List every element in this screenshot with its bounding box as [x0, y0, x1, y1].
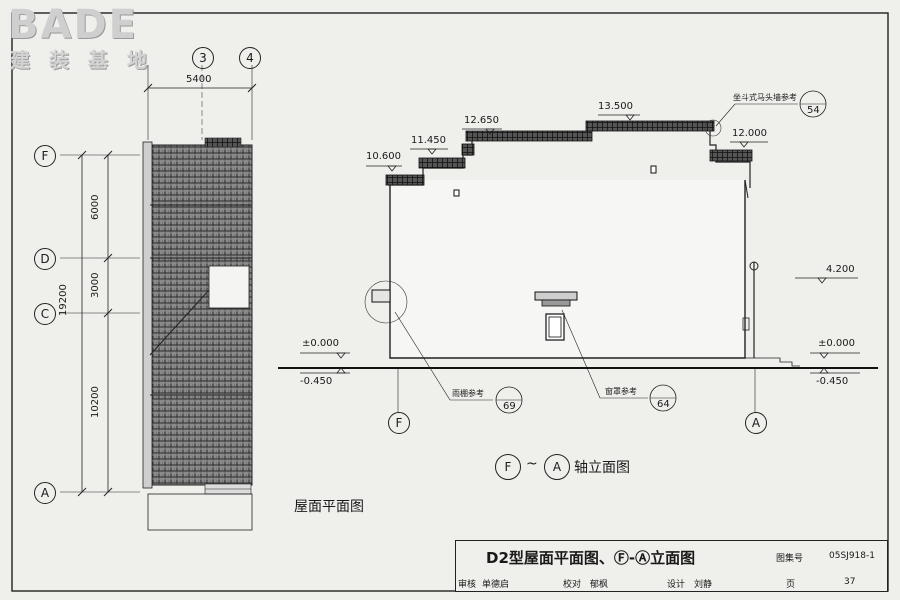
atlas-label: 图集号	[776, 554, 804, 564]
elev-title-axis-A: A	[544, 454, 570, 480]
level-13500: 13.500	[598, 101, 633, 112]
plan-title: 屋面平面图	[294, 499, 364, 515]
axis-3-bubble: 3	[192, 47, 214, 69]
brand-subtitle: 建 装 基 地	[10, 48, 153, 72]
level-ground-left: ±0.000	[302, 338, 340, 349]
level-4200: 4.200	[826, 264, 855, 275]
review-label: 审核	[458, 580, 477, 590]
sheet-border	[11, 12, 889, 592]
elevation-title: 轴立面图	[574, 460, 630, 476]
designer-name: 刘静	[694, 580, 713, 590]
elev-title-tilde: ~	[526, 456, 538, 472]
dim-total: 19200	[58, 284, 69, 316]
callout-gable-wall-num: 54	[807, 105, 820, 116]
check-label: 校对	[563, 580, 582, 590]
brand-logo: BADE	[8, 2, 138, 48]
elevation-drawing	[278, 90, 878, 414]
axis-F-elev-bubble: F	[388, 412, 410, 434]
level-11450: 11.450	[411, 135, 446, 146]
title-block: D2型屋面平面图、Ⓕ-Ⓐ立面图 图集号 05SJ918-1 审核 单德启 校对 …	[455, 540, 888, 592]
callout-gable-wall: 坐斗式马头墙参考	[733, 93, 797, 102]
elev-title-axis-F: F	[495, 454, 521, 480]
level-12650: 12.650	[464, 115, 499, 126]
dim-seg1: 6000	[90, 194, 101, 220]
checker-name: 郁枫	[590, 580, 609, 590]
axis-4-bubble: 4	[239, 47, 261, 69]
level-outside-right: -0.450	[816, 376, 849, 387]
page-label: 页	[786, 580, 796, 590]
callout-window-hood: 窗罩参考	[605, 387, 637, 396]
dim-seg3: 10200	[90, 386, 101, 418]
axis-A-bubble: A	[34, 482, 56, 504]
dim-width: 5400	[186, 74, 212, 85]
design-label: 设计	[667, 580, 686, 590]
axis-A-elev-bubble: A	[745, 412, 767, 434]
drawing-title: D2型屋面平面图、Ⓕ-Ⓐ立面图	[486, 549, 696, 567]
reviewer-name: 单德启	[482, 580, 510, 590]
roof-plan	[60, 65, 257, 531]
level-ground-right: ±0.000	[818, 338, 856, 349]
dim-seg2: 3000	[90, 272, 101, 298]
axis-D-bubble: D	[34, 248, 56, 270]
page-number: 37	[844, 577, 856, 587]
callout-canopy: 雨棚参考	[452, 389, 484, 398]
atlas-number: 05SJ918-1	[829, 551, 875, 561]
level-10600: 10.600	[366, 151, 401, 162]
axis-F-bubble: F	[34, 145, 56, 167]
callout-canopy-num: 69	[503, 401, 516, 412]
level-outside-left: -0.450	[300, 376, 333, 387]
level-12000: 12.000	[732, 128, 767, 139]
callout-window-hood-num: 64	[657, 399, 670, 410]
axis-C-bubble: C	[34, 303, 56, 325]
